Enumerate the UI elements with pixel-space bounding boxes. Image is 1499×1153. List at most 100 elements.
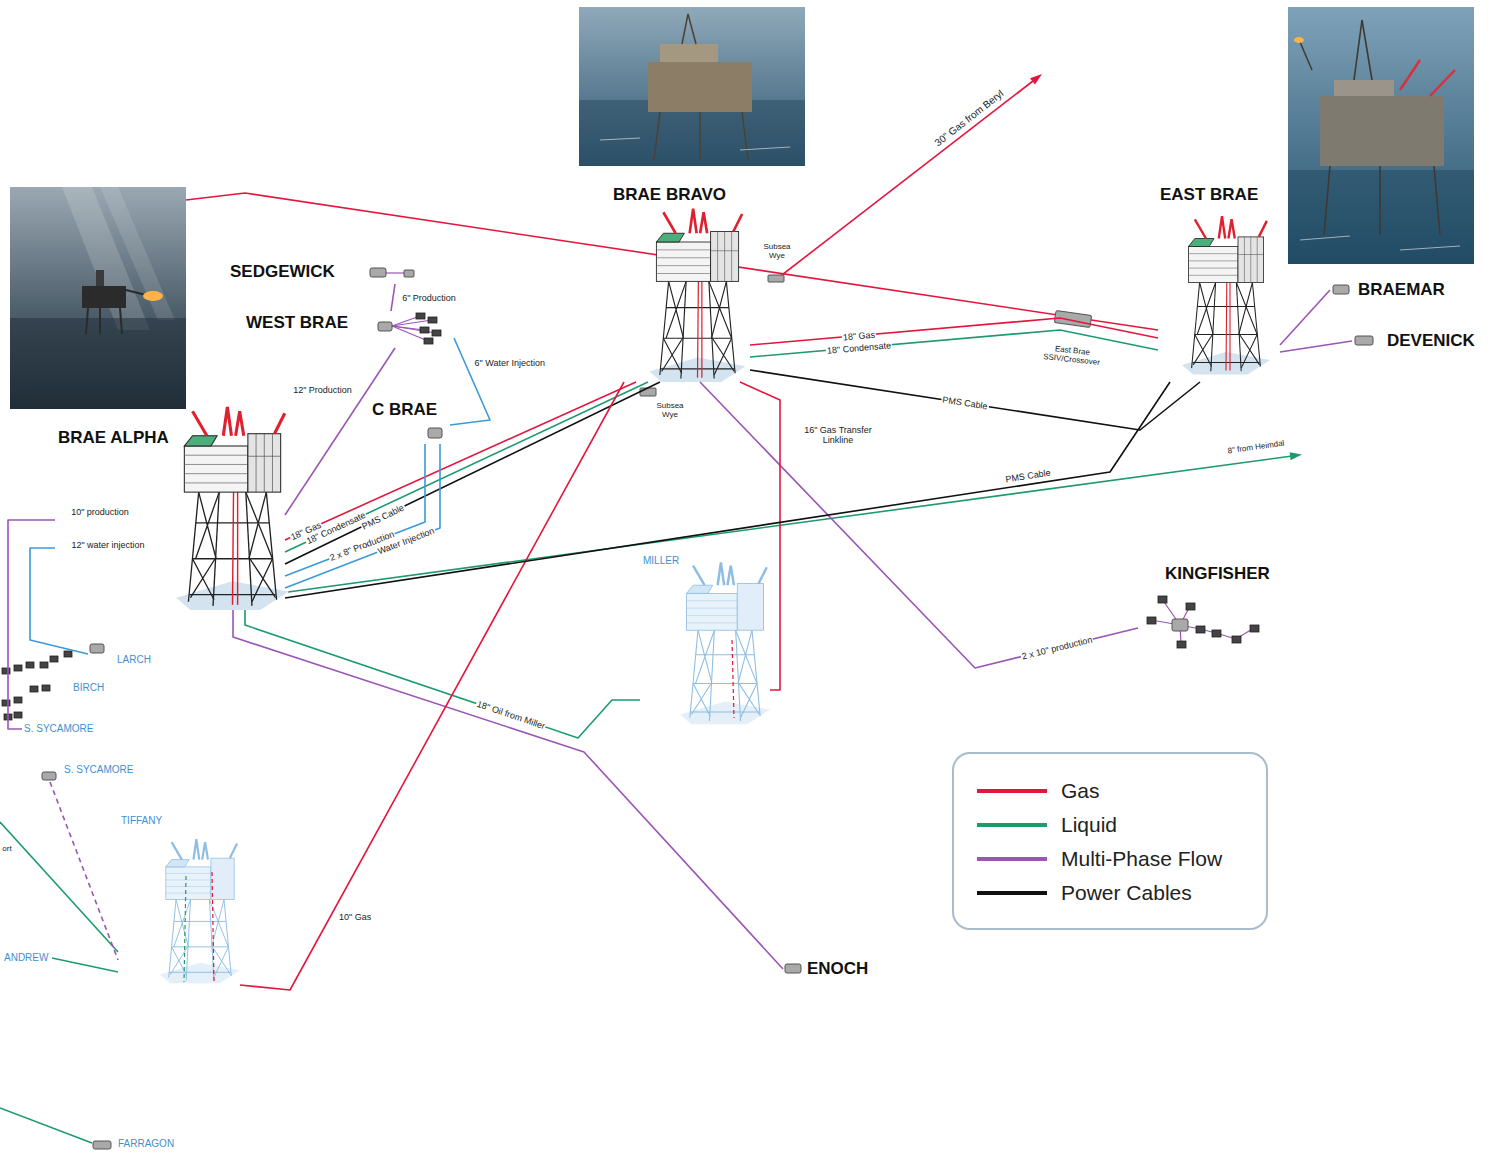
platform-ghost xyxy=(680,562,770,724)
platform-photo xyxy=(143,291,163,301)
wellhead xyxy=(14,665,22,671)
platform-photo xyxy=(10,187,186,409)
pipeline-route xyxy=(0,81,1292,1143)
platform-photo xyxy=(1334,80,1394,96)
node-label: DEVENICK xyxy=(1387,331,1475,351)
legend-row: Liquid xyxy=(954,810,1254,840)
node-label: MILLER xyxy=(643,555,679,567)
node-label: LARCH xyxy=(117,654,151,666)
platform-photo xyxy=(99,308,101,334)
wellhead xyxy=(420,327,429,333)
subsea-template xyxy=(1333,285,1349,294)
map-annotation: Subsea Wye xyxy=(758,242,796,260)
platform-photo xyxy=(688,14,696,44)
wellhead xyxy=(1158,596,1167,603)
wellhead xyxy=(428,317,437,323)
platform-photo xyxy=(96,270,104,286)
pipeline xyxy=(285,444,425,576)
infield-flowline xyxy=(392,326,428,341)
platform-node: C BRAE xyxy=(370,398,450,444)
arrow-head xyxy=(1030,74,1042,85)
pipeline-route xyxy=(0,1108,92,1143)
wellhead xyxy=(416,313,425,319)
platform-node: DEVENICK xyxy=(1352,330,1494,353)
platform-ghost xyxy=(160,839,240,983)
platform-node: SEDGEWICK xyxy=(228,260,420,284)
subsea-template xyxy=(1054,311,1091,328)
pipeline-route xyxy=(0,822,118,952)
node-label: BRAEMAR xyxy=(1358,280,1445,300)
platform-photo xyxy=(1294,37,1304,43)
legend-swatch xyxy=(977,823,1047,827)
infield-flowline xyxy=(392,326,436,333)
platform-photo xyxy=(10,318,186,409)
pipeline xyxy=(391,284,395,311)
wellhead xyxy=(432,330,441,336)
node-label: TIFFANY xyxy=(121,815,162,827)
wellhead xyxy=(424,338,433,344)
platform-photo xyxy=(1400,60,1420,90)
platform-photo xyxy=(682,14,688,44)
platform-photo xyxy=(82,286,126,308)
wellhead xyxy=(50,656,58,662)
subsea-template xyxy=(42,772,56,780)
pipe-label: 6" Water Injection xyxy=(474,358,546,368)
subsea-template xyxy=(42,268,1373,1149)
riser-dashed xyxy=(184,640,734,982)
subsea-template xyxy=(428,428,442,438)
pipeline xyxy=(233,610,783,969)
platform-photo xyxy=(1288,7,1474,264)
map-annotation: East Brae SSIV/Crossover xyxy=(1032,342,1111,368)
pipe-label: 6" Production xyxy=(401,293,457,303)
field-node: MILLER xyxy=(640,552,770,727)
platform-photo xyxy=(1320,96,1444,166)
legend-swatch xyxy=(977,789,1047,793)
platform-photo xyxy=(1400,246,1460,250)
pipe-label: 12" Production xyxy=(292,385,353,395)
platform-jacket xyxy=(1182,216,1270,374)
platform-photo xyxy=(699,112,701,160)
wellhead xyxy=(1250,625,1259,632)
platform-photo xyxy=(579,7,805,166)
wellhead xyxy=(26,662,34,668)
platform-photo xyxy=(120,308,122,334)
node-label: FARRAGON xyxy=(118,1138,174,1150)
field-node: LARCH xyxy=(88,642,158,668)
map-annotation: ort xyxy=(1,844,12,853)
platform-node: WEST BRAE xyxy=(244,311,454,348)
platform-photo xyxy=(648,62,752,112)
legend-text: Power Cables xyxy=(1061,878,1192,908)
pipe-label: 12" water injection xyxy=(70,540,145,550)
riser-dashed xyxy=(184,876,186,982)
pipe-label: 18" Condensate xyxy=(825,340,892,356)
pipeline xyxy=(285,444,440,588)
wellhead xyxy=(1232,636,1241,643)
subsea-template xyxy=(370,268,386,277)
subsea-template xyxy=(1172,619,1188,631)
pipeline xyxy=(1280,341,1352,352)
wellhead xyxy=(64,651,72,657)
pipeline xyxy=(750,370,1200,430)
pipeline xyxy=(285,382,648,552)
pipeline xyxy=(30,548,88,654)
node-label: BRAE ALPHA xyxy=(58,428,169,448)
node-label: C BRAE xyxy=(372,400,437,420)
node-label: S. SYCAMORE xyxy=(64,764,133,776)
platform-photo xyxy=(1288,7,1474,264)
pipeline xyxy=(740,382,780,690)
wellhead xyxy=(40,662,48,668)
pipeline xyxy=(750,318,1158,345)
arrow-head xyxy=(1030,74,1302,460)
platform-photo xyxy=(1300,236,1350,240)
pipeline xyxy=(450,338,490,425)
pipeline xyxy=(285,382,1170,598)
node-label: EAST BRAE xyxy=(1160,185,1258,205)
platform-node: KINGFISHER xyxy=(1138,561,1298,653)
platform-node: BRAE ALPHA xyxy=(55,425,285,610)
pipe-label: 2 x 10" production xyxy=(1019,634,1093,661)
pipeline xyxy=(285,382,636,540)
legend-swatch xyxy=(977,857,1047,861)
node-label: WEST BRAE xyxy=(246,313,348,333)
pipe-label: 16" Gas Transfer Linkline xyxy=(796,425,880,445)
